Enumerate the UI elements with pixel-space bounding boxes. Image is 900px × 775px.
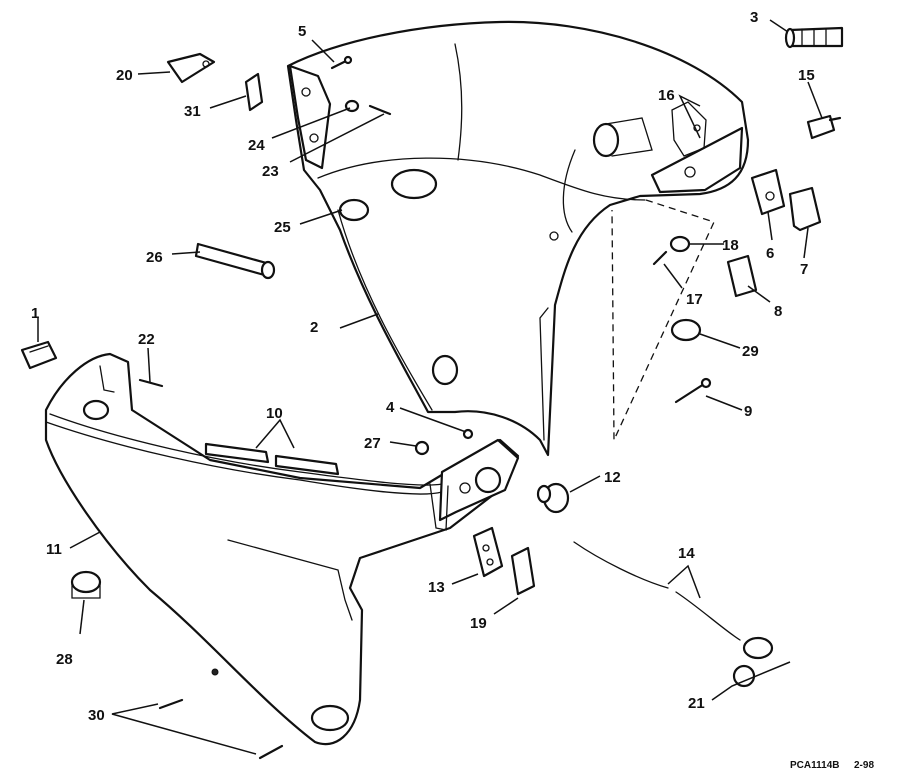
part-31-link (244, 72, 264, 112)
part-3-sleeve (784, 26, 844, 49)
date-code: 2-98 (854, 760, 874, 771)
part-21-plug (732, 664, 756, 688)
callout-11: 11 (46, 541, 62, 558)
part-19-cap (510, 546, 536, 596)
part-27-nut (414, 440, 430, 456)
callout-16: 16 (658, 87, 675, 104)
callout-25: 25 (274, 219, 291, 236)
part-30-screws (158, 698, 284, 760)
callout-28: 28 (56, 651, 73, 668)
part-29-grommet (670, 318, 702, 342)
callout-1: 1 (31, 305, 39, 322)
callout-18: 18 (722, 237, 739, 254)
drawing-code: PCA1114B (790, 760, 839, 771)
upper-cover (286, 20, 750, 457)
part-8-pad (726, 254, 758, 298)
callout-23: 23 (262, 163, 279, 180)
callout-26: 26 (146, 249, 163, 266)
part-25-grommet (338, 198, 370, 222)
callout-4: 4 (386, 399, 395, 416)
callout-24: 24 (248, 137, 265, 154)
callout-7: 7 (800, 261, 808, 278)
callout-15: 15 (798, 67, 815, 84)
part-22-screw (138, 378, 164, 388)
callout-10: 10 (266, 405, 283, 422)
part-14-cable (573, 541, 774, 660)
callout-17: 17 (686, 291, 703, 308)
callout-3: 3 (750, 9, 758, 26)
part-9-bolt (674, 377, 712, 404)
part-15-fitting (806, 114, 842, 140)
part-12-knob (536, 482, 570, 514)
callout-2: 2 (310, 319, 318, 336)
part-5-screw (330, 55, 353, 70)
part-23-24-bolt-washer (344, 99, 392, 116)
lower-cover (44, 352, 520, 746)
part-20-handle (166, 52, 216, 84)
callout-9: 9 (744, 403, 752, 420)
callout-30: 30 (88, 707, 105, 724)
assembly-dash-right (611, 199, 715, 441)
callout-29: 29 (742, 343, 759, 360)
part-26-tube (194, 242, 276, 280)
callout-5: 5 (298, 23, 306, 40)
callout-14: 14 (678, 545, 695, 562)
part-7-cap (788, 186, 822, 232)
part-10-rods (204, 442, 340, 476)
callout-21: 21 (688, 695, 705, 712)
callout-27: 27 (364, 435, 381, 452)
callout-6: 6 (766, 245, 774, 262)
callout-19: 19 (470, 615, 487, 632)
callout-13: 13 (428, 579, 445, 596)
part-17-18-screw-washer (652, 235, 691, 266)
part-6-bracket (750, 168, 786, 216)
part-28-grommet (70, 570, 102, 599)
callout-12: 12 (604, 469, 621, 486)
callout-20: 20 (116, 67, 133, 84)
callout-labels: 1 2 3 4 5 6 7 8 9 10 11 12 13 14 15 16 1… (31, 9, 815, 724)
part-1-clip (20, 340, 58, 370)
callout-8: 8 (774, 303, 782, 320)
part-13-bracket (472, 526, 504, 578)
callout-22: 22 (138, 331, 155, 348)
leader-lines (37, 19, 823, 755)
callout-31: 31 (184, 103, 201, 120)
